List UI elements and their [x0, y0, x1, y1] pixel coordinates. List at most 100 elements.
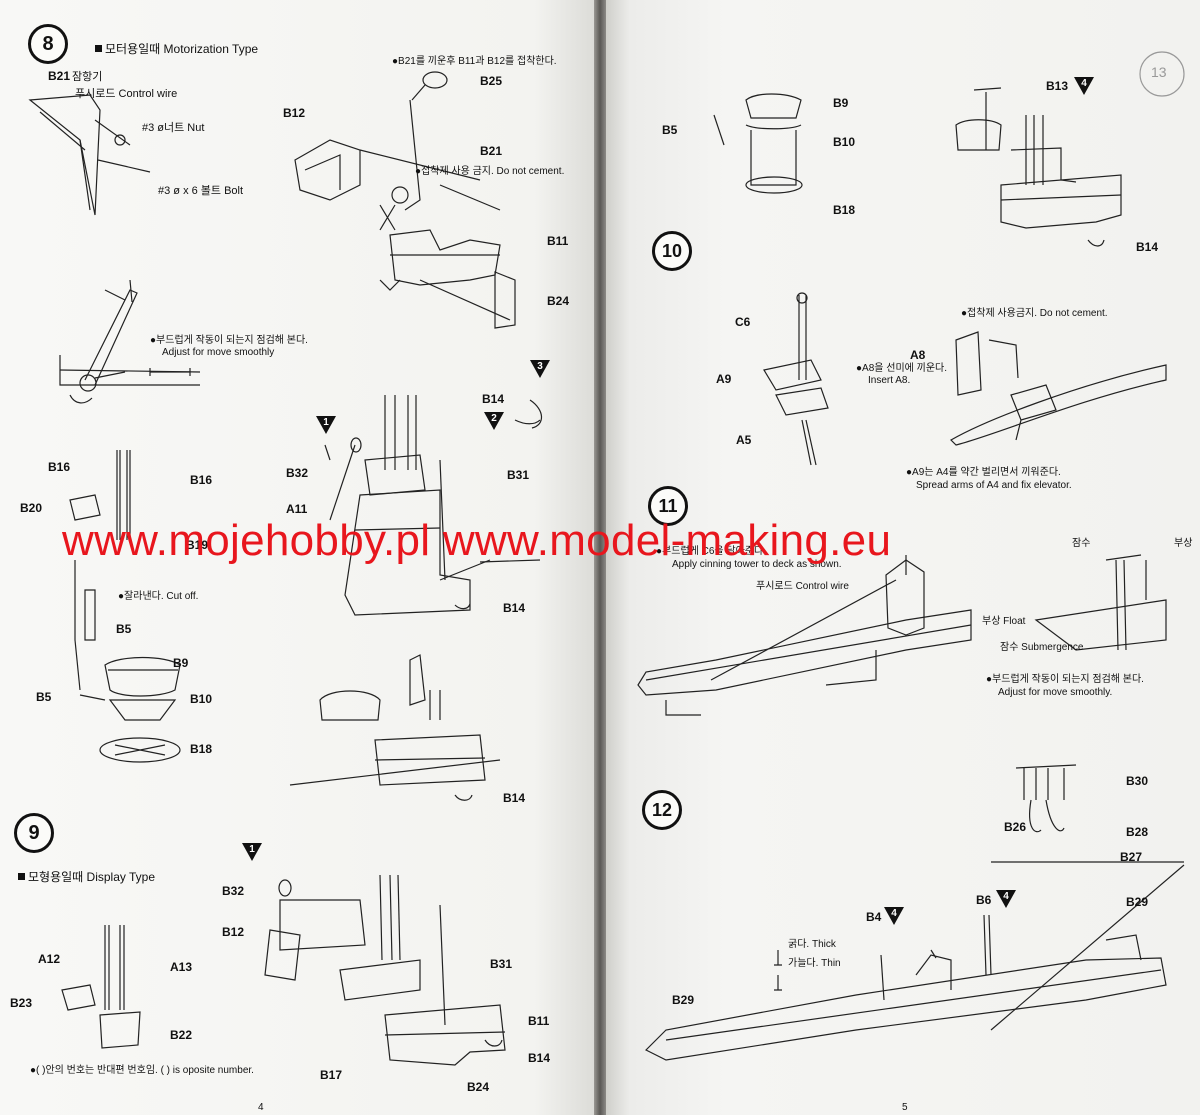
note-adjust-en-left: Adjust for move smoothly	[162, 347, 275, 358]
step-13-tab-drawing	[1139, 51, 1185, 97]
marker-3: 3	[530, 360, 550, 378]
label-b14-c: B14	[503, 791, 526, 805]
note-adjust-ko-right: ●부드럽게 작동이 되는지 점검해 본다.	[986, 674, 1144, 685]
note-adjust-en-right: Adjust for move smoothly.	[998, 687, 1113, 698]
marker-2: 2	[484, 412, 504, 430]
label-b18-right: B18	[833, 203, 856, 217]
label-b5-right: B5	[662, 123, 678, 137]
label-control-wire-left: 푸시로드 Control wire	[75, 88, 178, 100]
label-b12: B12	[283, 106, 306, 120]
label-b27: B27	[1120, 850, 1143, 864]
note-spread-ko: ●A9는 A4를 약간 벌리면서 끼워준다.	[906, 467, 1061, 478]
step-9-heading: 모형용일때 Display Type	[18, 870, 155, 884]
label-b4: B4	[866, 910, 882, 924]
step-8-number: 8	[28, 24, 68, 64]
note-opposite-number: ●( )안의 번호는 반대편 번호임. ( ) is oposite numbe…	[30, 1065, 254, 1076]
label-b21-ko: 잠항기	[72, 71, 103, 83]
label-b16-b: B16	[190, 473, 213, 487]
note-insert-en: Insert A8.	[868, 375, 911, 386]
note-adjust-ko-left: ●부드럽게 작동이 되는지 점검해 본다.	[150, 335, 308, 346]
label-control-wire-right: 푸시로드 Control wire	[756, 581, 849, 592]
right-page-drawings	[637, 51, 1185, 1061]
marker-1-step8: 1	[316, 416, 336, 434]
gun-platform-top	[713, 93, 803, 194]
note-no-cement-right: ●접착제 사용금지. Do not cement.	[961, 308, 1108, 319]
gun-platform-drawing	[79, 656, 181, 763]
right-page-number: 5	[902, 1102, 908, 1113]
note-apply-ko: ●부드럽게 C6을 달아준다.	[656, 546, 766, 557]
label-b29-b: B29	[672, 993, 695, 1007]
label-b32: B32	[286, 466, 309, 480]
label-b21: B21	[480, 144, 503, 158]
label-a13: A13	[170, 960, 193, 974]
submarine-final-drawing	[644, 764, 1185, 1061]
label-a9: A9	[716, 372, 732, 386]
assembled-tower-drawing	[289, 654, 501, 801]
bullet-square-icon	[18, 873, 25, 880]
label-b5-a: B5	[116, 622, 132, 636]
marker-4-top: 4	[1074, 77, 1094, 95]
binding-spine	[594, 0, 606, 1115]
step-10-number: 10	[652, 231, 692, 271]
note-no-cement-left: ●접착제 사용 금지. Do not cement.	[415, 166, 565, 177]
rods-b16	[69, 450, 131, 540]
label-b24: B24	[547, 294, 570, 308]
label-nut: #3 ø너트 Nut	[142, 122, 205, 134]
label-a12: A12	[38, 952, 61, 966]
label-b24-step9: B24	[467, 1080, 490, 1094]
adjust-diagram	[59, 279, 201, 404]
label-b18: B18	[190, 742, 213, 756]
label-b17: B17	[320, 1068, 343, 1082]
label-thick: 굵다. Thick	[788, 939, 836, 950]
label-float-top: 부상	[1174, 538, 1193, 549]
step-9-number: 9	[14, 813, 54, 853]
left-page-number: 4	[258, 1102, 264, 1113]
step-9-heading-ko: 모형용일때	[28, 870, 84, 884]
label-b26: B26	[1004, 820, 1027, 834]
label-a5: A5	[736, 433, 752, 447]
note-insert-ko: ●A8을 선미에 끼운다.	[856, 363, 948, 374]
label-b9: B9	[173, 656, 189, 670]
right-page: 13 B9 B5 B10 B18 B13 4 B14 10 C6 ●접착제 사용…	[606, 0, 1200, 1115]
label-b11: B11	[547, 234, 569, 248]
step-12-number: 12	[642, 790, 682, 830]
label-b30: B30	[1126, 774, 1149, 788]
tower-top-right	[955, 87, 1122, 247]
label-b14-right: B14	[1136, 240, 1159, 254]
step-8-heading: 모터용일때 Motorization Type	[95, 42, 258, 56]
rudder-lever-drawing	[28, 94, 151, 216]
label-bolt: #3 ø x 6 볼트 Bolt	[158, 185, 244, 197]
marker-1-step9: 1	[242, 843, 262, 861]
label-b20: B20	[20, 501, 43, 515]
elevator-assembly	[763, 292, 1167, 466]
submarine-control-wire-drawing	[637, 554, 1167, 716]
label-b10: B10	[190, 692, 213, 706]
label-b6: B6	[976, 893, 992, 907]
conning-tower-assembly-b	[324, 395, 543, 616]
step-9-heading-en: Display Type	[86, 870, 156, 884]
note-spread-en: Spread arms of A4 and fix elevator.	[916, 480, 1072, 491]
label-b19: B19	[186, 538, 209, 552]
label-b5-b: B5	[36, 690, 52, 704]
label-b11-step9: B11	[528, 1014, 550, 1028]
label-b25: B25	[480, 74, 503, 88]
left-page-drawings	[28, 71, 543, 1066]
label-b13: B13	[1046, 79, 1069, 93]
note-cut-off: ●잘라낸다. Cut off.	[118, 591, 199, 602]
label-b22: B22	[170, 1028, 193, 1042]
label-b31: B31	[507, 468, 530, 482]
label-b14-step9: B14	[528, 1051, 551, 1065]
label-b9-right: B9	[833, 96, 849, 110]
label-thin: 가늘다. Thin	[788, 958, 841, 969]
label-b10-right: B10	[833, 135, 856, 149]
note-apply-en: Apply cinning tower to deck as shown.	[672, 559, 842, 570]
label-float: 부상 Float	[982, 616, 1026, 627]
label-a11: A11	[286, 502, 308, 516]
label-b31-step9: B31	[490, 957, 513, 971]
bullet-square-icon	[95, 45, 102, 52]
label-c6: C6	[735, 315, 751, 329]
part-b5-drawing	[74, 560, 96, 691]
step-8-heading-en: Motorization Type	[163, 42, 259, 56]
step-13-tab: 13	[1151, 64, 1167, 80]
left-page: 8 모터용일때 Motorization Type B21 잠항기 푸시로드 C…	[0, 0, 594, 1115]
